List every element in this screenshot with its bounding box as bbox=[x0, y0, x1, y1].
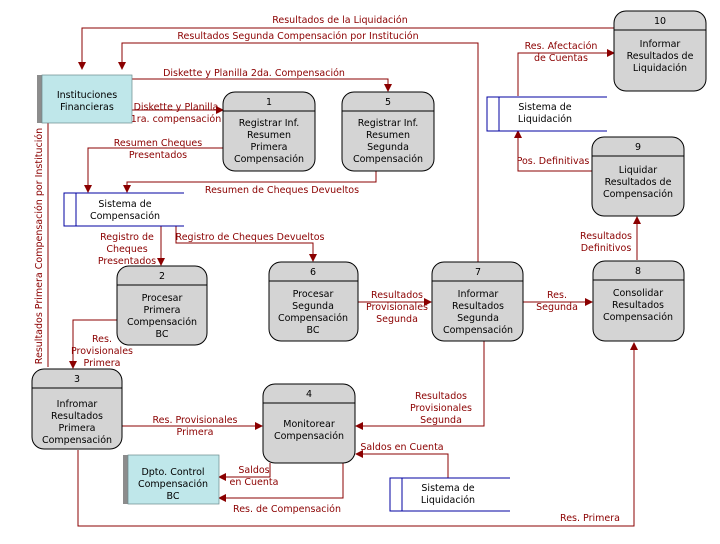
process-number: 2 bbox=[159, 271, 165, 282]
process-number: 8 bbox=[635, 266, 641, 277]
flow-line-res-afectacion bbox=[517, 49, 615, 96]
process-number: 10 bbox=[654, 16, 666, 27]
flow-line-diskette-2da bbox=[132, 78, 392, 92]
process-number: 4 bbox=[306, 389, 312, 400]
flow-label-saldos-en-cuenta-store: Saldos en Cuenta bbox=[360, 442, 443, 453]
process-number: 1 bbox=[266, 97, 272, 108]
flow-label-resultados-primera-institucion: Resultados Primera Compensación por Inst… bbox=[34, 128, 45, 364]
flow-line-resumen-devueltos bbox=[123, 171, 377, 193]
flow-line-pos-definitivas bbox=[514, 130, 592, 172]
flow-label-diskette-2da: Diskette y Planilla 2da. Compensación bbox=[163, 68, 345, 79]
flow-label-resultados-liquidacion: Resultados de la Liquidación bbox=[272, 15, 408, 26]
flow-label-resumen-devueltos: Resumen de Cheques Devueltos bbox=[205, 185, 359, 196]
flow-label-resultados-segunda-institucion: Resultados Segunda Compensación por Inst… bbox=[177, 31, 418, 42]
process-number: 3 bbox=[74, 374, 80, 385]
flow-label-registro-devueltos: Registro de Cheques Devueltos bbox=[176, 232, 325, 243]
process-number: 9 bbox=[635, 142, 641, 153]
flow-lines bbox=[47, 27, 641, 527]
flow-label-res-compensacion: Res. de Compensación bbox=[233, 504, 341, 515]
flow-line-resumen-presentados bbox=[84, 147, 226, 193]
flow-line-resultados-liquidacion bbox=[78, 27, 614, 70]
process-number: 5 bbox=[385, 97, 391, 108]
flow-line-res-compensacion bbox=[218, 462, 344, 502]
flow-line-registro-devueltos bbox=[175, 226, 317, 262]
flow-line-res-prov-primera-2-3 bbox=[69, 319, 117, 369]
flow-line-resultados-primera-institucion bbox=[47, 90, 81, 367]
process-number: 6 bbox=[310, 267, 316, 278]
flow-labels: Resultados de la Liquidación Resultados … bbox=[34, 15, 632, 524]
flow-line-res-prov-segunda-7-4 bbox=[355, 340, 485, 430]
flow-line-saldos-en-cuenta-entity bbox=[218, 463, 271, 481]
flow-line-saldos-en-cuenta-store bbox=[355, 450, 449, 478]
flow-line-res-primera bbox=[77, 342, 638, 527]
flow-label-res-segunda-7-8: Res.Segunda bbox=[536, 290, 578, 313]
process-number: 7 bbox=[475, 267, 481, 278]
flow-line-resultados-segunda-institucion bbox=[118, 42, 479, 262]
flow-label-pos-definitivas: Pos. Definitivas bbox=[517, 156, 590, 167]
flow-label-res-primera: Res. Primera bbox=[560, 513, 620, 524]
